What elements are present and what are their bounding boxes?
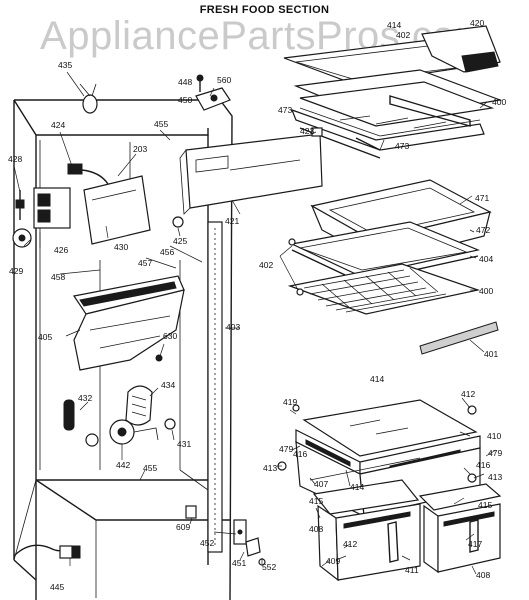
part-label-473: 473 [395, 141, 409, 151]
part-label-408: 408 [476, 570, 490, 580]
part-label-403: 403 [226, 322, 240, 332]
part-label-414: 414 [370, 374, 384, 384]
part-label-423: 423 [300, 126, 314, 136]
part-label-409: 409 [326, 556, 340, 566]
part-label-430: 430 [114, 242, 128, 252]
part-label-479: 479 [488, 448, 502, 458]
part-label-419: 419 [283, 397, 297, 407]
part-label-432: 432 [78, 393, 92, 403]
part-label-401: 401 [484, 349, 498, 359]
misc-parts-left [13, 354, 266, 566]
part-label-416: 416 [293, 449, 307, 459]
leader-lines [13, 71, 497, 575]
part-label-410: 410 [487, 431, 501, 441]
part-label-472: 472 [476, 225, 490, 235]
part-label-424: 424 [51, 120, 65, 130]
part-label-560: 560 [217, 75, 231, 85]
part-label-415: 415 [309, 496, 323, 506]
part-label-412: 412 [343, 539, 357, 549]
part-label-452: 452 [200, 538, 214, 548]
part-label-425: 425 [173, 236, 187, 246]
light-and-bracket [79, 74, 231, 114]
part-label-203: 203 [133, 144, 147, 154]
part-label-414: 414 [387, 20, 401, 30]
part-label-473: 473 [278, 105, 292, 115]
part-label-420: 420 [470, 18, 484, 28]
part-label-412: 412 [461, 389, 475, 399]
part-label-402: 402 [259, 260, 273, 270]
part-label-411: 411 [405, 565, 419, 575]
part-label-407: 407 [314, 479, 328, 489]
thermostat-group [12, 163, 184, 248]
control-housing-421 [179, 133, 323, 215]
part-label-479: 479 [279, 444, 293, 454]
part-label-455: 455 [143, 463, 157, 473]
lower-drawer-assembly [277, 399, 502, 582]
part-label-414: 414 [350, 482, 364, 492]
upper-shelf-assembly [283, 25, 503, 159]
part-label-458: 458 [51, 272, 65, 282]
part-label-402: 402 [396, 30, 410, 40]
part-label-431: 431 [177, 439, 191, 449]
part-label-415: 415 [478, 500, 492, 510]
part-label-416: 416 [476, 460, 490, 470]
part-label-417: 417 [468, 539, 482, 549]
part-label-451: 451 [232, 558, 246, 568]
part-label-426: 426 [54, 245, 68, 255]
page-title: FRESH FOOD SECTION [199, 4, 330, 16]
part-label-630: 630 [163, 331, 177, 341]
part-label-428: 428 [8, 154, 22, 164]
part-label-471: 471 [475, 193, 489, 203]
part-label-400: 400 [479, 286, 493, 296]
part-label-435: 435 [58, 60, 72, 70]
part-label-421: 421 [225, 216, 239, 226]
air-duct-405 [72, 275, 185, 371]
shelf-rail-403 [207, 221, 223, 553]
part-label-429: 429 [9, 266, 23, 276]
part-label-455: 455 [154, 119, 168, 129]
part-label-413: 413 [488, 472, 502, 482]
part-label-434: 434 [161, 380, 175, 390]
middle-shelf-assembly [287, 179, 499, 355]
part-label-413: 413 [263, 463, 277, 473]
part-label-400: 400 [492, 97, 506, 107]
part-label-457: 457 [138, 258, 152, 268]
part-label-442: 442 [116, 460, 130, 470]
part-label-405: 405 [38, 332, 52, 342]
part-label-408: 408 [309, 524, 323, 534]
part-label-404: 404 [479, 254, 493, 264]
part-label-456: 456 [160, 247, 174, 257]
part-label-552: 552 [262, 562, 276, 572]
part-label-445: 445 [50, 582, 64, 592]
part-label-448: 448 [178, 77, 192, 87]
part-label-450: 450 [178, 95, 192, 105]
part-label-609: 609 [176, 522, 190, 532]
